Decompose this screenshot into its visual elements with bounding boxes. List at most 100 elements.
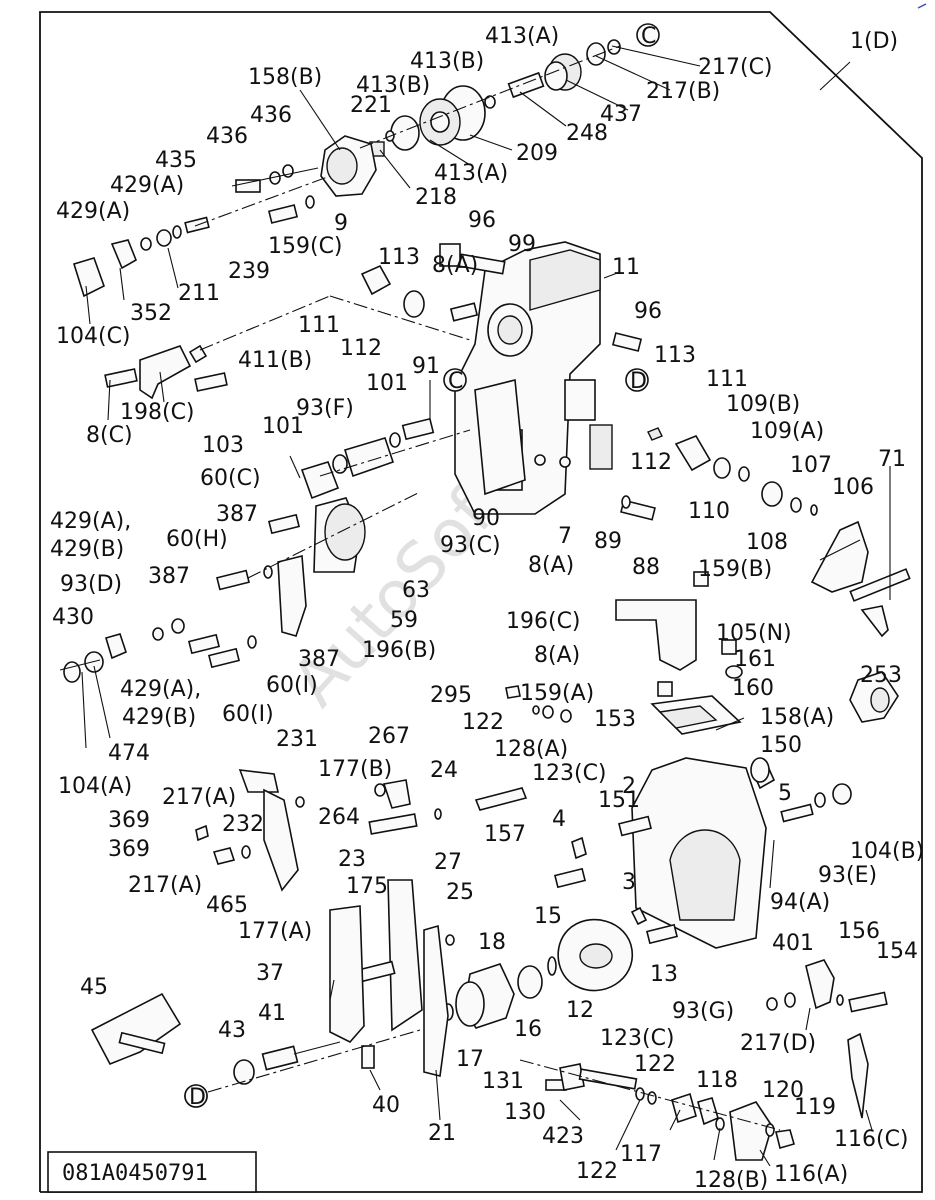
diagram-code: 081A0450791 bbox=[62, 1161, 208, 1186]
part-label: 131 bbox=[482, 1069, 524, 1094]
part-label: 101 bbox=[262, 414, 304, 439]
part-label: 267 bbox=[368, 724, 410, 749]
part-label: 60(C) bbox=[200, 466, 261, 491]
part-label: 60(H) bbox=[166, 527, 228, 552]
part-label: 157 bbox=[484, 822, 526, 847]
part-label: 413(A) bbox=[434, 161, 508, 186]
part-label: 401 bbox=[772, 931, 814, 956]
leader-lines bbox=[81, 45, 891, 1167]
part-label: 130 bbox=[504, 1100, 546, 1125]
part-label: 413(B) bbox=[356, 73, 430, 98]
right-components bbox=[615, 427, 911, 1119]
part-label: 217(C) bbox=[698, 55, 773, 80]
part-label: 150 bbox=[760, 733, 802, 758]
part-label: 110 bbox=[688, 499, 730, 524]
part-label: 128(B) bbox=[694, 1168, 768, 1193]
part-label: 217(A) bbox=[162, 785, 236, 810]
part-label: 158(A) bbox=[760, 705, 834, 730]
part-label: 413(B) bbox=[410, 49, 484, 74]
part-label: 112 bbox=[630, 450, 672, 475]
part-label: 154 bbox=[876, 939, 918, 964]
part-label: 295 bbox=[430, 683, 472, 708]
part-label: 16 bbox=[514, 1017, 542, 1042]
part-label: 128(A) bbox=[494, 737, 568, 762]
left-linkage bbox=[59, 295, 471, 683]
part-label: 411(B) bbox=[238, 348, 312, 373]
part-label: 90 bbox=[472, 506, 500, 531]
part-label: 116(A) bbox=[774, 1162, 848, 1187]
part-label: 104(C) bbox=[56, 324, 131, 349]
part-label: 71 bbox=[878, 447, 906, 472]
connector-markers bbox=[184, 23, 660, 1108]
part-label: 430 bbox=[52, 605, 94, 630]
part-label: 17 bbox=[456, 1047, 484, 1072]
part-label: 8(A) bbox=[534, 643, 580, 668]
part-label: 177(A) bbox=[238, 919, 312, 944]
part-label: 13 bbox=[650, 962, 678, 987]
part-label: 41 bbox=[258, 1001, 286, 1026]
part-label: 474 bbox=[108, 741, 150, 766]
part-label: 2 bbox=[622, 774, 636, 799]
part-label: 8(A) bbox=[432, 253, 478, 278]
part-labels: 413(A)413(B)413(B)221158(B)436436435429(… bbox=[50, 24, 924, 1193]
part-label: 24 bbox=[430, 758, 458, 783]
part-label: 96 bbox=[634, 299, 662, 324]
part-label: 436 bbox=[206, 124, 248, 149]
part-label: 109(A) bbox=[750, 419, 824, 444]
part-label: 159(B) bbox=[698, 557, 772, 582]
part-label: 60(I) bbox=[266, 673, 318, 698]
part-label: 151 bbox=[598, 788, 640, 813]
part-label: 106 bbox=[832, 475, 874, 500]
part-label: 103 bbox=[202, 433, 244, 458]
part-label: 387 bbox=[148, 564, 190, 589]
diagram-frame bbox=[39, 11, 923, 1193]
part-label: 429(B) bbox=[50, 537, 124, 562]
part-label: 40 bbox=[372, 1093, 400, 1118]
part-label: 37 bbox=[256, 961, 284, 986]
part-label: 239 bbox=[228, 259, 270, 284]
part-label: 232 bbox=[222, 812, 264, 837]
part-label: 209 bbox=[516, 141, 558, 166]
part-label: 158(B) bbox=[248, 65, 322, 90]
part-label: 161 bbox=[734, 647, 776, 672]
connector-label-d-mid: D bbox=[630, 369, 647, 394]
part-label: 45 bbox=[80, 975, 108, 1000]
part-label: 156 bbox=[838, 919, 880, 944]
connector-label-d-bottom: D bbox=[189, 1085, 206, 1110]
part-label: 111 bbox=[298, 313, 340, 338]
part-label: 8(A) bbox=[528, 553, 574, 578]
part-label: 21 bbox=[428, 1121, 456, 1146]
part-label: 369 bbox=[108, 837, 150, 862]
corner-mark bbox=[917, 3, 927, 9]
part-label: 119 bbox=[794, 1095, 836, 1120]
part-label: 217(B) bbox=[646, 79, 720, 104]
part-label: 108 bbox=[746, 530, 788, 555]
part-label: 160 bbox=[732, 676, 774, 701]
part-label: 104(B) bbox=[850, 839, 924, 864]
part-label: 218 bbox=[415, 185, 457, 210]
part-label: 387 bbox=[216, 502, 258, 527]
part-label: 63 bbox=[402, 578, 430, 603]
part-label: 105(N) bbox=[716, 621, 792, 646]
part-label: 177(B) bbox=[318, 757, 392, 782]
part-label: 429(A) bbox=[56, 199, 130, 224]
part-label: 15 bbox=[534, 904, 562, 929]
part-label: 8(C) bbox=[86, 423, 133, 448]
part-label: 93(C) bbox=[440, 533, 501, 558]
part-label: 122 bbox=[462, 710, 504, 735]
part-label: 93(F) bbox=[296, 396, 354, 421]
part-label: 88 bbox=[632, 555, 660, 580]
part-label: 27 bbox=[434, 850, 462, 875]
part-label: 198(C) bbox=[120, 400, 195, 425]
part-label: 113 bbox=[654, 343, 696, 368]
part-label: 116(C) bbox=[834, 1127, 909, 1152]
part-label: 113 bbox=[378, 245, 420, 270]
part-label: 5 bbox=[778, 781, 792, 806]
part-label: 99 bbox=[508, 232, 536, 257]
part-label: 94(A) bbox=[770, 890, 830, 915]
part-label: 253 bbox=[860, 663, 902, 688]
part-label: 437 bbox=[600, 102, 642, 127]
part-label: 93(D) bbox=[60, 572, 122, 597]
part-label: 104(A) bbox=[58, 774, 132, 799]
